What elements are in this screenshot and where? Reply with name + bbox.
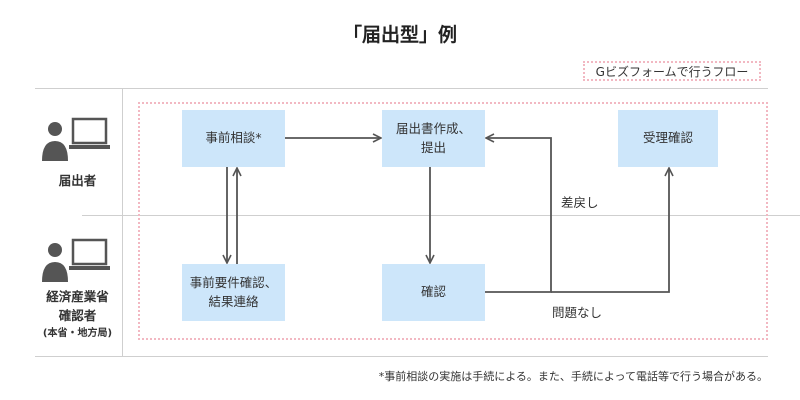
node-requirements-check: 事前要件確認、 結果連絡 [182,264,285,321]
actor-applicant-label: 届出者 [58,173,97,188]
lane-middle-divider [82,215,800,216]
actor-ministry-line2: 確認者 [58,307,97,323]
footnote: *事前相談の実施は手続による。また、手続によって電話等で行う場合がある。 [378,370,768,383]
legend-gbizform-flow: Gビズフォームで行うフロー [583,61,761,81]
node-requirements-check-line2: 結果連絡 [208,293,259,309]
arrow-ok-to-acceptance [551,168,669,293]
node-acceptance-check: 受理確認 [618,110,718,167]
person-with-laptop-icon [40,236,112,284]
edge-label-no-problem: 問題なし [552,305,603,320]
actor-ministry-sub: (本省・地方局) [42,327,113,339]
node-pre-consultation: 事前相談* [182,110,285,167]
lane-bottom-divider [35,356,768,357]
node-create-submit: 届出書作成、 提出 [382,110,485,167]
actor-column-divider [122,88,123,356]
edge-label-return: 差戻し [561,195,599,210]
lane-top-divider [35,88,768,89]
person-with-laptop-icon [40,115,112,163]
node-create-submit-line1: 届出書作成、 [395,121,471,137]
arrow-return-to-create [485,138,552,293]
gbizform-flow-area [138,102,768,340]
node-create-submit-line2: 提出 [420,139,446,155]
node-confirmation: 確認 [382,264,485,321]
node-requirements-check-line1: 事前要件確認、 [189,275,278,291]
actor-ministry-line1: 経済産業省 [46,289,109,304]
actor-ministry-label: 経済産業省 確認者 (本省・地方局) [30,288,125,341]
diagram-title: 「届出型」例 [342,24,457,46]
